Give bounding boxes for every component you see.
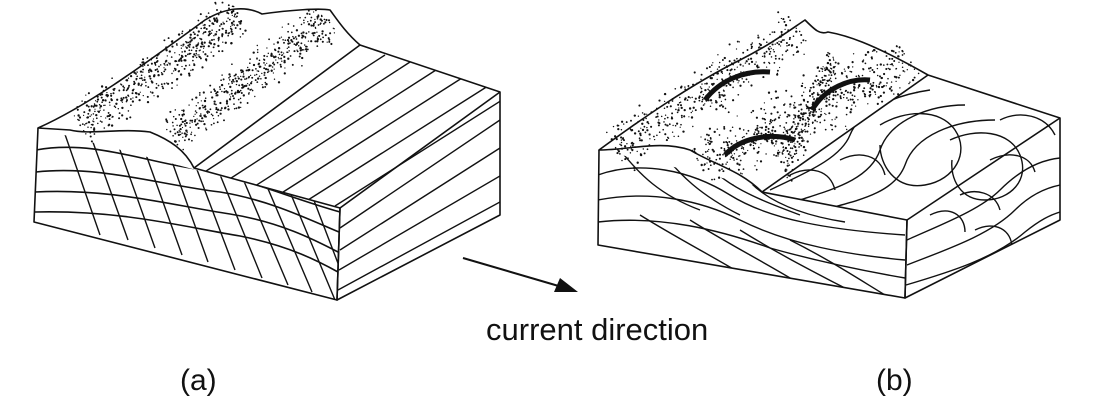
stipple-texture-a xyxy=(74,2,335,151)
current-direction-label: current direction xyxy=(486,312,708,348)
block-a-side-laminae xyxy=(200,55,510,290)
arrow-head-icon xyxy=(554,278,578,292)
block-a-ripple-crest xyxy=(194,45,360,168)
current-arrow xyxy=(463,258,578,292)
panel-label-a: (a) xyxy=(180,364,217,398)
block-b-front-face xyxy=(598,150,907,298)
block-b xyxy=(598,20,1060,298)
stipple-texture-b xyxy=(606,11,919,185)
block-b-festoon-laminae xyxy=(770,90,1060,285)
block-a xyxy=(34,9,510,300)
block-b-scour-1 xyxy=(705,72,770,100)
block-b-trough-laminae xyxy=(598,150,905,298)
panel-label-b: (b) xyxy=(876,364,913,398)
block-a-top-surface xyxy=(38,9,500,300)
block-b-scour-3 xyxy=(725,136,795,155)
block-a-laminae xyxy=(35,147,340,272)
